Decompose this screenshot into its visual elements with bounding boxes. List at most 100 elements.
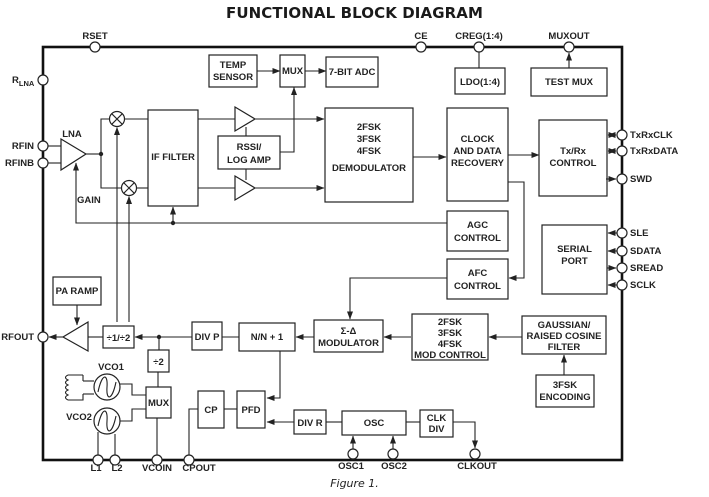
pin-label: MUXOUT <box>548 31 589 42</box>
pin-txrxdata: TxRxDATA <box>616 145 678 157</box>
vco2-oscillator-icon: VCO2 <box>66 407 121 435</box>
pin-label: SCLK <box>630 280 656 291</box>
svg-text:PA RAMP: PA RAMP <box>56 286 99 297</box>
block-clock-data-recovery: CLOCK AND DATA RECOVERY <box>446 107 509 202</box>
figure-caption: Figure 1. <box>330 477 379 490</box>
mixer-q-icon <box>120 179 138 197</box>
svg-text:LOG AMP: LOG AMP <box>227 155 272 166</box>
block-ldo: LDO(1:4) <box>454 67 506 95</box>
svg-text:TEMP: TEMP <box>220 60 247 71</box>
block-mod-control: 2FSK 3FSK 4FSK MOD CONTROL <box>411 313 489 361</box>
svg-text:CLK: CLK <box>427 413 447 424</box>
pin-label: RFIN <box>12 141 34 152</box>
svg-text:MUX: MUX <box>148 398 170 409</box>
block-sigma-delta-modulator: Σ-Δ MODULATOR <box>313 319 384 353</box>
pin-label: L2 <box>111 463 122 474</box>
pin-rfinb: RFINB <box>5 157 49 169</box>
svg-text:DEMODULATOR: DEMODULATOR <box>332 163 406 174</box>
svg-text:CONTROL: CONTROL <box>550 158 597 169</box>
gain-label: GAIN <box>77 195 101 206</box>
block-test-mux: TEST MUX <box>530 67 608 97</box>
pin-sclk: SCLK <box>616 279 656 291</box>
pin-cpout: CPOUT <box>182 454 216 474</box>
pin-l2: L2 <box>109 454 123 474</box>
svg-text:IF FILTER: IF FILTER <box>151 152 195 163</box>
svg-text:Σ-Δ: Σ-Δ <box>341 326 357 337</box>
svg-text:CONTROL: CONTROL <box>454 281 501 292</box>
block-gaussian-filter: GAUSSIAN/ RAISED COSINE FILTER <box>521 315 607 355</box>
pin-osc2: OSC2 <box>381 448 407 472</box>
block-txrx-control: Tx/Rx CONTROL <box>538 119 608 197</box>
inductor-icon <box>64 374 84 401</box>
vco1-oscillator-icon: VCO1 <box>93 362 125 401</box>
pin-label: SLE <box>630 228 648 239</box>
svg-text:ENCODING: ENCODING <box>539 392 590 403</box>
svg-text:TEST MUX: TEST MUX <box>545 77 594 88</box>
block-serial-port: SERIAL PORT <box>541 224 608 295</box>
svg-text:SERIAL: SERIAL <box>557 244 592 255</box>
svg-text:FILTER: FILTER <box>548 342 581 353</box>
svg-text:CONTROL: CONTROL <box>454 233 501 244</box>
pin-l1: L1 <box>90 454 104 474</box>
block-agc-control: AGC CONTROL <box>446 210 509 252</box>
pin-label: OSC1 <box>338 461 365 472</box>
diagram-title: FUNCTIONAL BLOCK DIAGRAM <box>226 4 483 22</box>
pin-label: RSET <box>82 31 108 42</box>
svg-text:MOD CONTROL: MOD CONTROL <box>414 350 486 361</box>
block-pa-ramp: PA RAMP <box>52 276 102 306</box>
pin-rfin: RFIN <box>12 140 49 152</box>
pin-label: SWD <box>630 174 652 185</box>
svg-text:4FSK: 4FSK <box>438 339 462 350</box>
svg-text:AND DATA: AND DATA <box>453 146 501 157</box>
block-div-r: DIV R <box>293 409 327 435</box>
block-clk-div: CLK DIV <box>419 409 454 438</box>
svg-text:AGC: AGC <box>467 220 488 231</box>
svg-text:3FSK: 3FSK <box>438 328 462 339</box>
pin-sdata: SDATA <box>616 245 661 257</box>
pin-rlna: RLNA <box>12 74 49 88</box>
svg-text:7-BIT ADC: 7-BIT ADC <box>329 67 376 78</box>
svg-text:RAISED COSINE: RAISED COSINE <box>527 331 602 342</box>
block-demodulator: 2FSK 3FSK 4FSK DEMODULATOR <box>324 107 414 203</box>
svg-text:RECOVERY: RECOVERY <box>451 158 505 169</box>
block-pfd: PFD <box>236 390 266 429</box>
svg-text:CP: CP <box>204 405 218 416</box>
pin-vcoin: VCOIN <box>142 454 172 474</box>
pin-sread: SREAD <box>616 262 663 274</box>
block-mux-top: MUX <box>279 54 306 88</box>
svg-text:OSC: OSC <box>364 418 385 429</box>
svg-text:RSSI/: RSSI/ <box>237 142 262 153</box>
pin-label: CLKOUT <box>457 461 497 472</box>
svg-text:4FSK: 4FSK <box>357 146 381 157</box>
pin-label: OSC2 <box>381 461 407 472</box>
svg-text:DIV P: DIV P <box>195 332 220 343</box>
block-mux-vco: MUX <box>145 386 172 419</box>
pin-label: RFINB <box>5 158 34 169</box>
svg-text:3FSK: 3FSK <box>357 134 381 145</box>
svg-text:AFC: AFC <box>468 268 488 279</box>
mixer-i-icon <box>108 110 126 128</box>
pin-label: VCOIN <box>142 463 172 474</box>
block-rssi-log-amp: RSSI/ LOG AMP <box>217 135 281 170</box>
block-osc: OSC <box>341 410 407 436</box>
if-amplifier-q <box>234 174 257 202</box>
pin-ce: CE <box>414 31 428 53</box>
svg-text:3FSK: 3FSK <box>553 380 577 391</box>
block-div-2: ÷2 <box>147 349 170 373</box>
block-div-p: DIV P <box>191 321 223 351</box>
pin-label: TxRxCLK <box>630 130 673 141</box>
block-temp-sensor: TEMP SENSOR <box>208 54 258 88</box>
block-7bit-adc: 7-BIT ADC <box>325 56 379 88</box>
svg-text:N/N + 1: N/N + 1 <box>251 332 284 343</box>
pin-rfout: RFOUT <box>1 331 49 343</box>
pin-rset: RSET <box>82 31 108 53</box>
svg-text:RLNA: RLNA <box>12 75 35 88</box>
pin-label: CREG(1:4) <box>455 31 503 42</box>
pa-amplifier <box>61 320 89 353</box>
svg-text:MUX: MUX <box>282 66 304 77</box>
pin-label: RFOUT <box>1 332 34 343</box>
pin-label: CPOUT <box>182 463 215 474</box>
pin-label: L1 <box>90 463 102 474</box>
svg-text:PORT: PORT <box>561 256 588 267</box>
